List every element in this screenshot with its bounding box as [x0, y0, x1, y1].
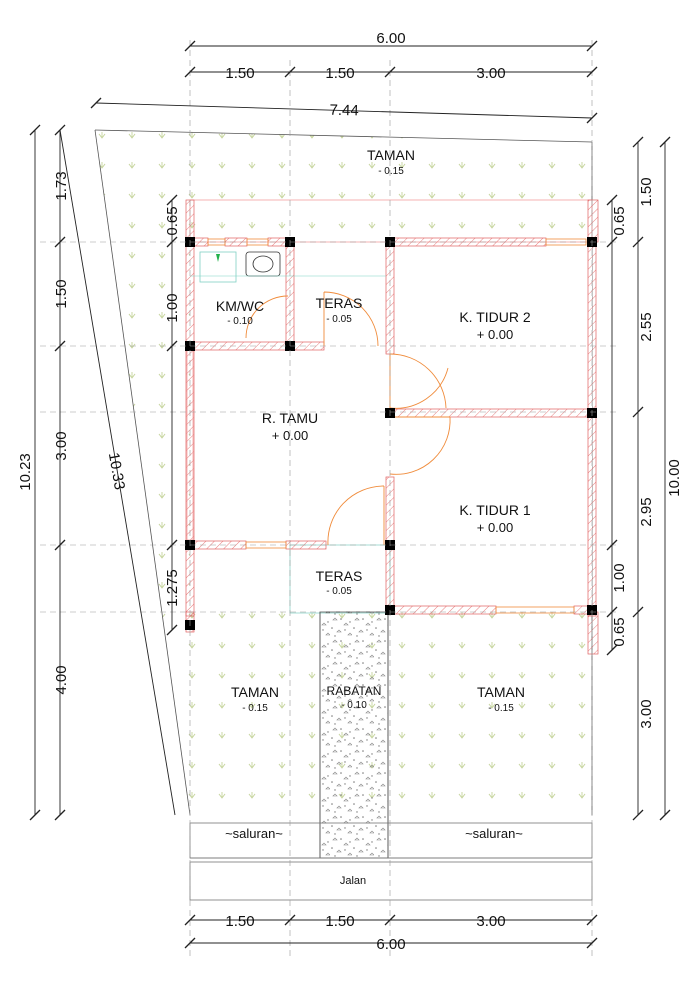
dim-bottom-seg-2: 1.50 — [325, 913, 354, 930]
dim-top-seg-1: 1.50 — [225, 65, 254, 82]
room-kmwc-level: - 0.10 — [227, 316, 253, 327]
dim-left-seg-2: 1.50 — [53, 279, 70, 308]
room-tamu-level: + 0.00 — [272, 428, 309, 443]
dim-top-seg-2: 1.50 — [325, 65, 354, 82]
saluran-left-label: ~saluran~ — [225, 826, 283, 841]
dim-right-seg-3: 2.95 — [638, 497, 655, 526]
dim-inner-right-1: 0.65 — [611, 206, 628, 235]
room-taman-left-name: TAMAN — [231, 684, 279, 700]
room-teras-bottom-level: - 0.05 — [326, 586, 352, 597]
room-rabatan-level: - 0.10 — [341, 700, 367, 711]
dim-inner-left-1: 0.65 — [164, 206, 181, 235]
room-tidur2-name: K. TIDUR 2 — [459, 309, 531, 325]
rabatan-path — [319, 611, 389, 859]
grid-lines — [40, 40, 620, 960]
dim-bottom-total: 6.00 — [376, 936, 405, 953]
dim-right-seg-2: 2.55 — [638, 312, 655, 341]
room-labels: TAMAN - 0.15 KM/WC - 0.10 TERAS - 0.05 K… — [216, 147, 531, 714]
dim-left-seg-3: 3.00 — [53, 431, 70, 460]
room-taman-right-name: TAMAN — [477, 684, 525, 700]
room-tamu-name: R. TAMU — [262, 410, 318, 426]
dim-bottom-seg-1: 1.50 — [225, 913, 254, 930]
dim-diagonal-left: 10.33 — [105, 451, 128, 491]
room-tidur1-level: + 0.00 — [477, 520, 514, 535]
dimension-lines — [29, 40, 671, 949]
room-teras-bottom-name: TERAS — [316, 568, 363, 584]
dim-right-seg-4: 3.00 — [638, 699, 655, 728]
room-taman-top-level: - 0.15 — [378, 166, 404, 177]
room-taman-right-level: - 0.15 — [488, 703, 514, 714]
room-teras-top-name: TERAS — [316, 295, 363, 311]
dim-left-total: 10.23 — [17, 453, 34, 491]
dim-right-seg-1: 1.50 — [638, 177, 655, 206]
room-taman-top-name: TAMAN — [367, 147, 415, 163]
saluran-right-label: ~saluran~ — [465, 826, 523, 841]
dim-bottom-seg-3: 3.00 — [476, 913, 505, 930]
dim-inner-right-2: 1.00 — [611, 563, 628, 592]
room-teras-top-level: - 0.05 — [326, 314, 352, 325]
room-tidur1-name: K. TIDUR 1 — [459, 502, 531, 518]
bathroom-fixtures — [190, 251, 386, 283]
room-tidur2-level: + 0.00 — [477, 327, 514, 342]
dim-inner-left-3: 1.275 — [164, 569, 181, 607]
room-taman-left-level: - 0.15 — [242, 703, 268, 714]
dim-right-total: 10.00 — [666, 459, 683, 497]
valve-icon — [216, 254, 220, 262]
dim-top-seg-3: 3.00 — [476, 65, 505, 82]
dim-top-total: 6.00 — [376, 30, 405, 47]
room-kmwc-name: KM/WC — [216, 298, 264, 314]
dim-left-seg-1: 1.73 — [53, 171, 70, 200]
dim-diagonal-top: 7.44 — [329, 102, 359, 120]
site-labels: ~saluran~ ~saluran~ Jalan — [225, 826, 523, 887]
dim-inner-right-3: 0.65 — [611, 617, 628, 646]
dim-inner-left-2: 1.00 — [164, 293, 181, 322]
room-rabatan-name: RABATAN — [327, 684, 382, 698]
dim-left-seg-4: 4.00 — [53, 665, 70, 694]
jalan-label: Jalan — [340, 875, 366, 887]
dimension-labels: 6.00 1.50 1.50 3.00 7.44 10.23 1.73 1.50… — [17, 30, 683, 953]
